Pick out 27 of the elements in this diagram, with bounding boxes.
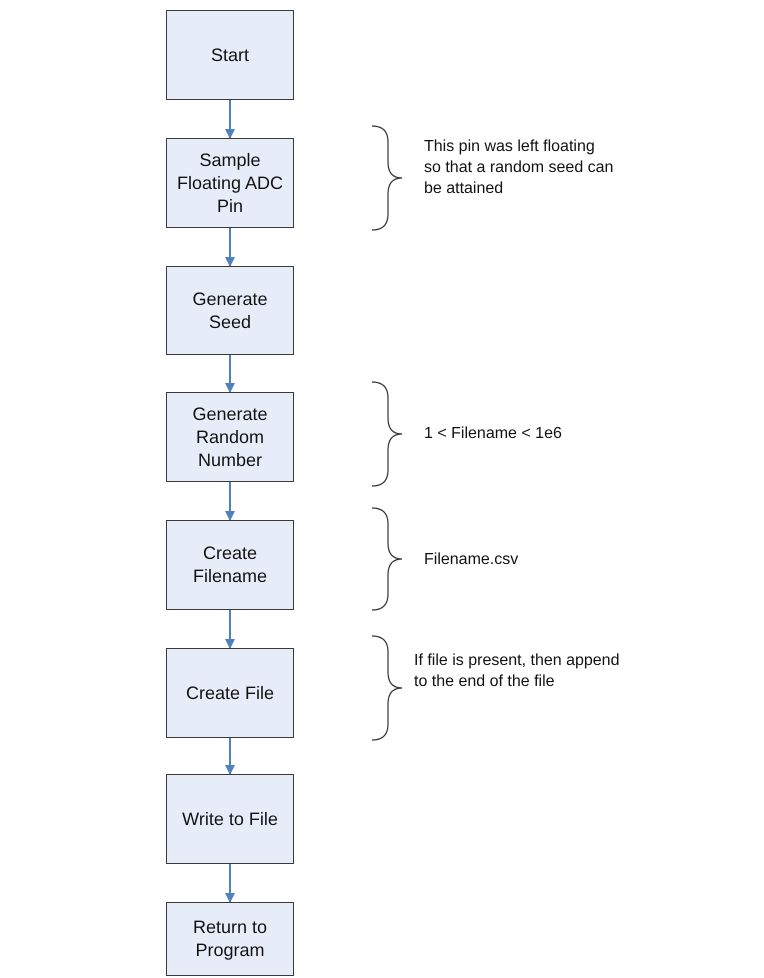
process-box	[166, 10, 294, 100]
step-label: Generate Random Number	[191, 402, 269, 472]
process-box	[166, 138, 294, 228]
note-text: 1 < Filename < 1e6	[424, 424, 563, 444]
arrow	[225, 610, 235, 649]
step-label: Start	[210, 44, 250, 66]
process-box	[166, 266, 294, 355]
step-label: Create File	[184, 682, 276, 704]
arrow	[225, 355, 235, 393]
process-box	[166, 774, 294, 864]
step-label: Create Filename	[192, 542, 268, 588]
process-box	[166, 902, 294, 976]
arrow	[225, 228, 235, 267]
step-label: Write to File	[181, 808, 279, 830]
step-label: Generate Seed	[191, 288, 269, 334]
note-text: If file is present, then append to the end of the file	[414, 651, 620, 692]
arrow	[225, 738, 235, 775]
arrow	[225, 864, 235, 903]
step-label: Return to Program	[192, 916, 268, 962]
note-text: This pin was left floating so that a random seed can be attained	[424, 137, 614, 199]
process-box	[166, 648, 294, 738]
process-box	[166, 520, 294, 610]
note-text: Filename.csv	[424, 550, 520, 570]
process-box	[166, 392, 294, 482]
arrow	[225, 100, 235, 139]
step-label: Sample Floating ADC Pin	[176, 148, 284, 218]
arrow	[225, 482, 235, 521]
